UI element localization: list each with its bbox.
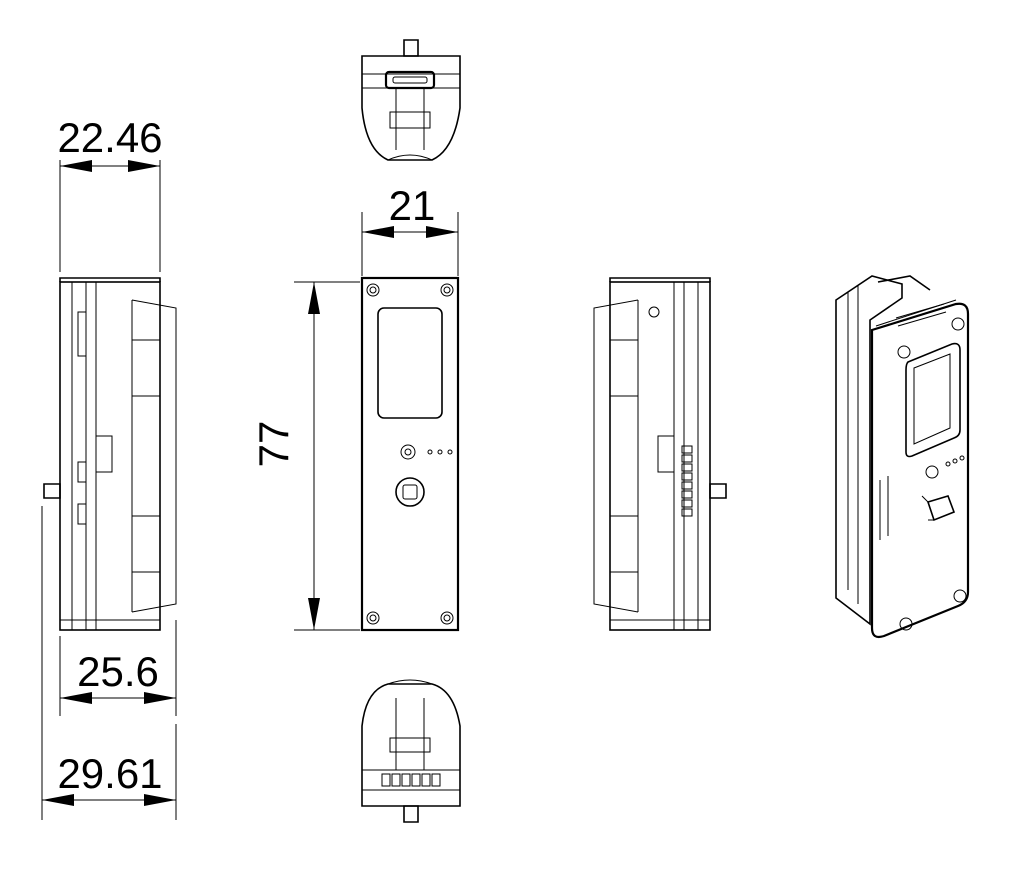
logo-mark	[648, 306, 660, 318]
bottom-view	[361, 679, 461, 823]
dimension-width-front: 21	[361, 182, 459, 276]
bottom-connector-pins	[381, 773, 441, 787]
left-side-view	[43, 277, 177, 631]
dimension-depth-overall: 29.61	[41, 506, 177, 820]
push-button	[395, 477, 425, 507]
iso-top-pins	[895, 303, 947, 327]
dimension-label: 22.46	[57, 114, 162, 161]
dimension-depth-no-flange: 22.46	[57, 114, 163, 272]
dimension-height-front: 77	[250, 281, 360, 631]
right-side-view	[593, 277, 727, 631]
dimension-label: 29.61	[57, 750, 162, 797]
dimension-label: 21	[389, 182, 436, 229]
front-view	[360, 276, 460, 632]
side-connector-pins	[681, 445, 693, 517]
isometric-view	[835, 275, 970, 639]
iso-side-pins	[879, 476, 889, 540]
dimension-label: 77	[250, 421, 297, 468]
dimension-depth-body: 25.6	[59, 620, 177, 716]
dimension-label: 25.6	[77, 648, 159, 695]
top-view	[361, 39, 461, 161]
indicator-led	[400, 444, 416, 460]
